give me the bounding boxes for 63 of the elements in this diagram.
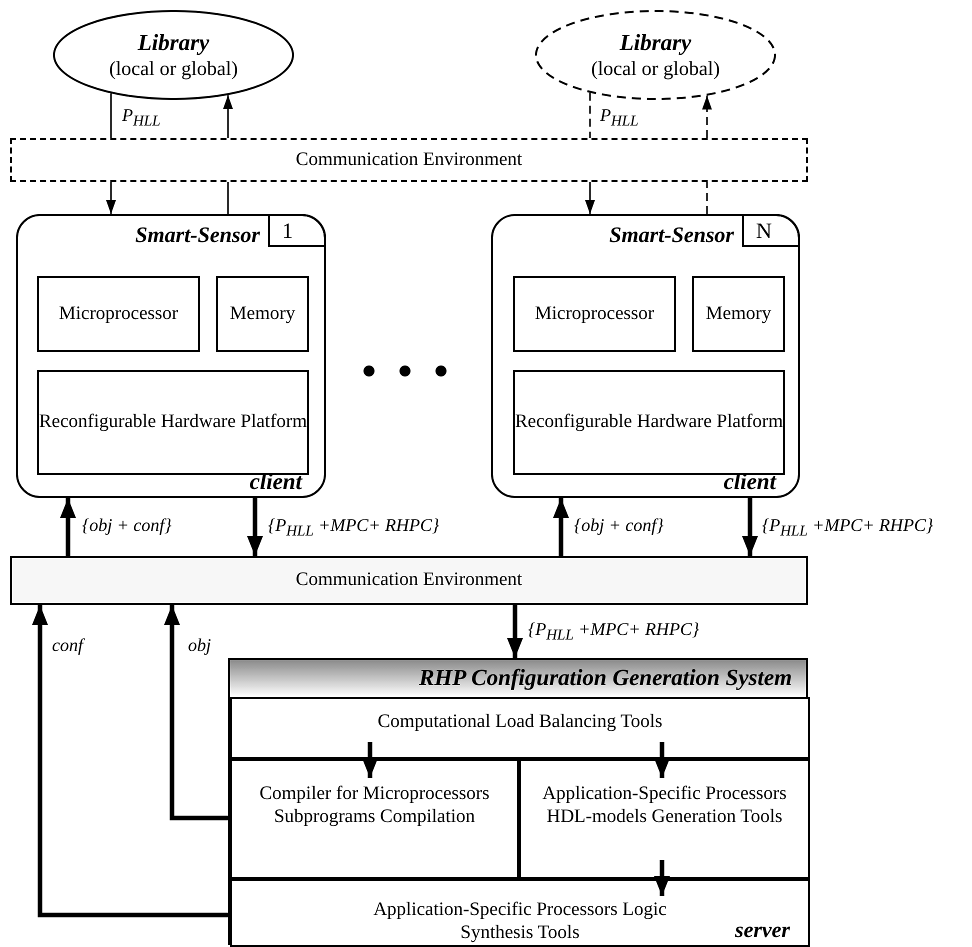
arrow (702, 96, 712, 138)
node-title: Library (620, 29, 692, 57)
component-box (216, 276, 309, 352)
node-label: Reconfigurable Hardware Platform (515, 411, 783, 434)
component-box (692, 276, 785, 352)
node-title: Library (138, 29, 210, 57)
arrow (654, 860, 670, 896)
arrow (585, 182, 595, 214)
arrow (164, 605, 228, 820)
role-label: client (250, 468, 302, 496)
arrow (654, 742, 670, 778)
number-tab: N (742, 214, 800, 247)
node-label: Memory (230, 302, 296, 326)
arrow (362, 742, 378, 778)
arrow (106, 182, 116, 214)
node-subtitle: (local or global) (109, 56, 238, 81)
node-label: Communication Environment (296, 148, 522, 172)
arrow (60, 498, 76, 556)
node-label: Application-Specific Processors Logic Synthesis Tools (372, 899, 668, 945)
arrow (742, 498, 758, 556)
connector-line (706, 182, 708, 214)
arrow (223, 95, 233, 138)
number-tab: 1 (268, 214, 326, 247)
edge-label: {obj + conf} (80, 516, 174, 536)
node-label: Compiler for Microprocessors Subprograms Compilation (258, 783, 491, 829)
arrow (32, 605, 228, 918)
node-label: Computational Load Balancing Tools (378, 711, 662, 734)
node-label: Memory (706, 302, 772, 326)
node-label: Microprocessor (534, 302, 654, 326)
communication-bar (10, 138, 808, 182)
panel-header: RHP Configuration Generation System (230, 660, 806, 697)
role-label: server (735, 916, 790, 943)
component-box (37, 370, 309, 475)
tool-cell (230, 697, 810, 759)
communication-bar (10, 556, 808, 605)
tool-cell (519, 759, 810, 879)
node-subtitle: (local or global) (591, 56, 720, 81)
component-box (37, 276, 200, 352)
node-label: Reconfigurable Hardware Platform (39, 411, 307, 434)
component-box (513, 276, 676, 352)
node-label: Communication Environment (296, 569, 522, 592)
edge-label: conf (50, 636, 85, 656)
node-title: Smart-Sensor (134, 222, 260, 248)
sensor-card (491, 214, 800, 498)
tool-cell (230, 879, 810, 947)
system-panel (228, 658, 808, 945)
sensor-card (16, 214, 326, 498)
tool-cell (230, 759, 519, 879)
edge-label: {obj + conf} (572, 516, 666, 536)
component-box (513, 370, 785, 475)
node-label: Application-Specific Processors HDL-models Generation Tools (541, 783, 788, 829)
edge-label: obj (186, 636, 214, 656)
arrow (553, 498, 569, 556)
arrow (507, 605, 523, 658)
role-label: client (724, 468, 776, 496)
arrow (247, 498, 263, 556)
library-ellipse (535, 10, 776, 100)
connector-line (110, 93, 112, 138)
connector-line (589, 92, 591, 138)
connector-line (227, 182, 229, 214)
library-ellipse (53, 10, 294, 100)
node-title: Smart-Sensor (608, 222, 734, 248)
node-label: Microprocessor (58, 302, 178, 326)
